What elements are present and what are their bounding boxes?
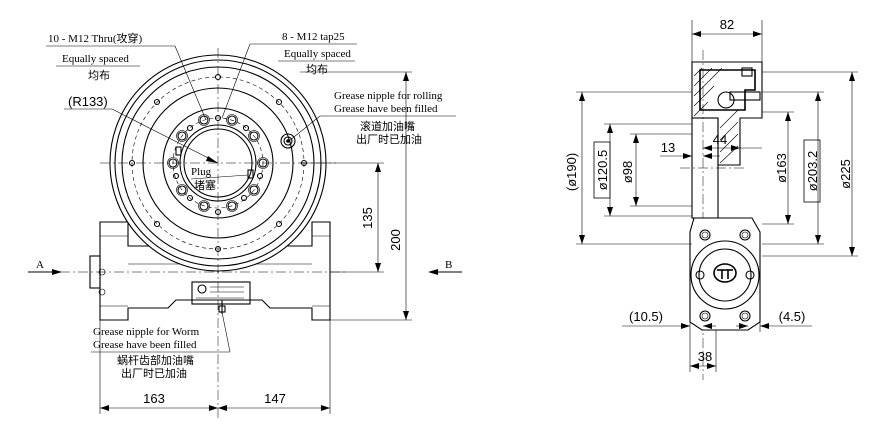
brand-logo-icon (713, 263, 737, 283)
dim-135: 135 (360, 207, 375, 229)
dim-13: 13 (661, 140, 675, 155)
plug-label-en: Plug (191, 166, 212, 178)
section-label-a: A (36, 259, 44, 271)
grease-nipple-icon (280, 133, 296, 149)
hole-note-1: 10 - M12 Thru(攻穿) (48, 31, 143, 45)
dim-163: 163 (143, 391, 165, 406)
front-view: (R133) 10 - M12 Thru(攻穿) Equally spaced … (28, 31, 462, 420)
grease-roll-2: Grease have been filled (334, 103, 438, 115)
grease-roll-cn-2: 出厂时已加油 (356, 132, 422, 146)
grease-roll-1: Grease nipple for rolling (334, 90, 443, 102)
dim-98: ø98 (620, 161, 635, 183)
radius-label: (R133) (68, 94, 108, 109)
side-view: 82 (ø190) ø120.5 ø98 13 44 (564, 17, 858, 380)
dim-203-2: ø203.2 (805, 151, 820, 191)
plug-label-cn: 堵塞 (194, 178, 216, 192)
plug-icon (247, 169, 254, 179)
dim-82: 82 (720, 17, 734, 32)
dim-190: (ø190) (564, 153, 579, 191)
dim-10-5: (10.5) (629, 309, 663, 324)
dim-44: 44 (713, 132, 727, 147)
dim-225: ø225 (838, 159, 853, 189)
dim-163-side: ø163 (774, 153, 789, 183)
dim-4-5: (4.5) (779, 309, 806, 324)
dim-147: 147 (264, 391, 286, 406)
hole-note-2-sub-en: Equally spaced (284, 48, 351, 60)
hole-note-2: 8 - M12 tap25 (282, 31, 345, 43)
hole-note-1-sub-cn: 均布 (88, 69, 110, 82)
grease-roll-cn-1: 滚道加油嘴 (360, 119, 415, 133)
dim-120-5: ø120.5 (595, 150, 610, 190)
nameplate-icon (191, 281, 251, 305)
grease-worm-cn-2: 出厂时已加油 (121, 366, 187, 380)
hole-note-2-sub-cn: 均布 (306, 63, 328, 76)
grease-worm-cn-1: 蜗杆齿部加油嘴 (117, 353, 194, 367)
grease-worm-1: Grease nipple for Worm (93, 326, 200, 338)
grease-worm-2: Grease have been filled (93, 339, 197, 351)
hole-note-1-sub-en: Equally spaced (62, 53, 129, 65)
dim-38: 38 (698, 349, 712, 364)
dim-200: 200 (388, 229, 403, 251)
section-label-b: B (445, 259, 452, 271)
